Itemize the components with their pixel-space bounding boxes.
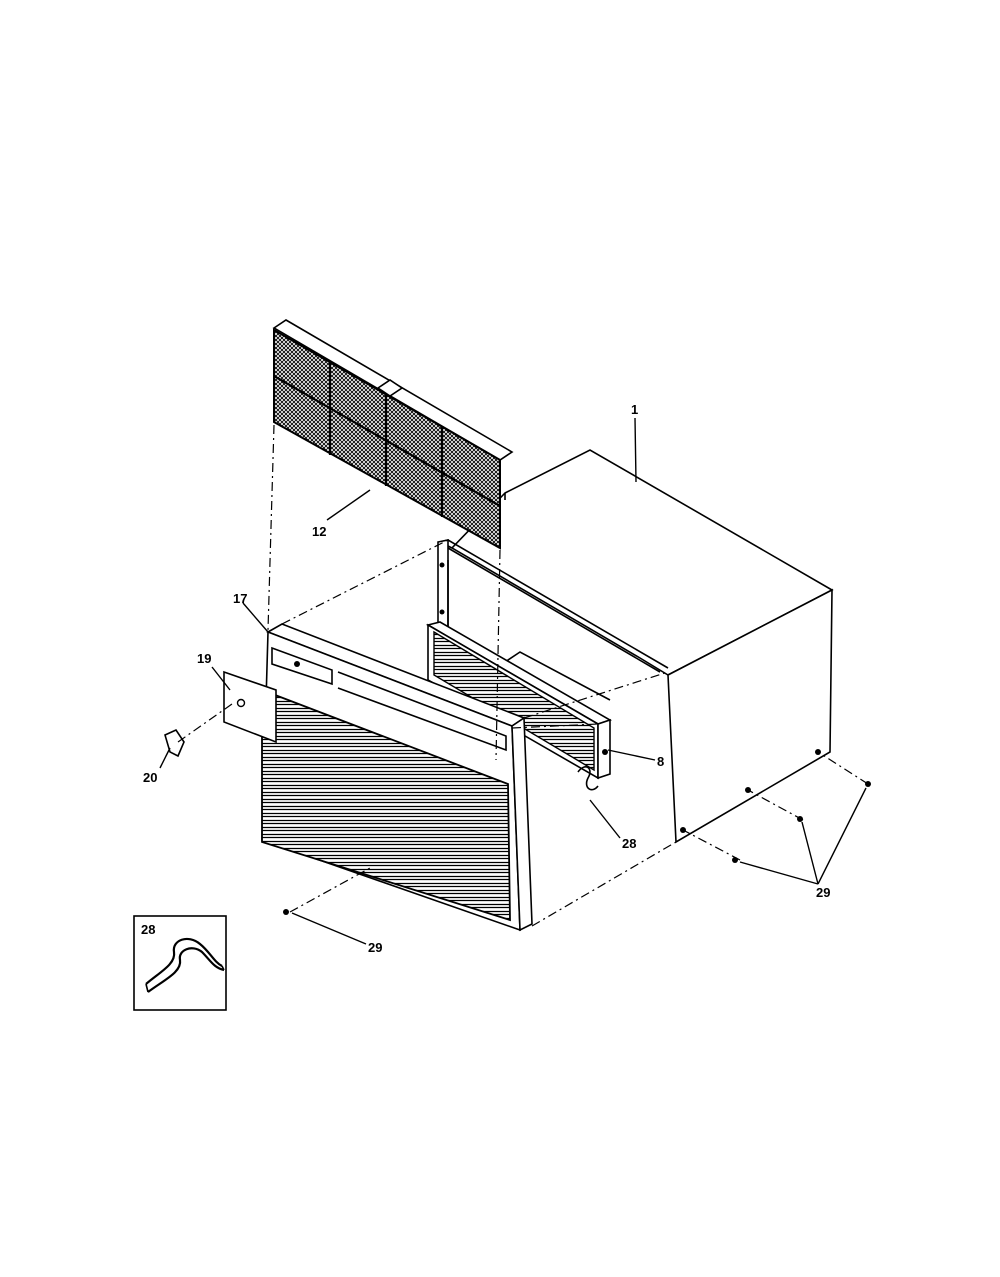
- label-door: 19: [197, 651, 211, 666]
- air-filter: [272, 319, 514, 550]
- rail-bracket: [425, 621, 612, 780]
- control-door: [223, 670, 277, 744]
- assembly-lines: [177, 424, 869, 927]
- leader-lines: [159, 417, 867, 945]
- label-front-panel: 17: [233, 591, 247, 606]
- label-screws-side: 29: [816, 885, 830, 900]
- label-rail: 8: [657, 754, 664, 769]
- front-panel: [261, 623, 533, 932]
- part-labels: 1 12 17 19 20 8 28 29 29 28: [141, 402, 830, 955]
- label-screws-front: 29: [368, 940, 382, 955]
- label-knob: 20: [143, 770, 157, 785]
- label-cabinet: 1: [631, 402, 638, 417]
- label-inset-clip: 28: [141, 922, 155, 937]
- clip-detail-inset: [133, 915, 227, 1011]
- label-clip: 28: [622, 836, 636, 851]
- label-filter: 12: [312, 524, 326, 539]
- clip: [577, 766, 599, 791]
